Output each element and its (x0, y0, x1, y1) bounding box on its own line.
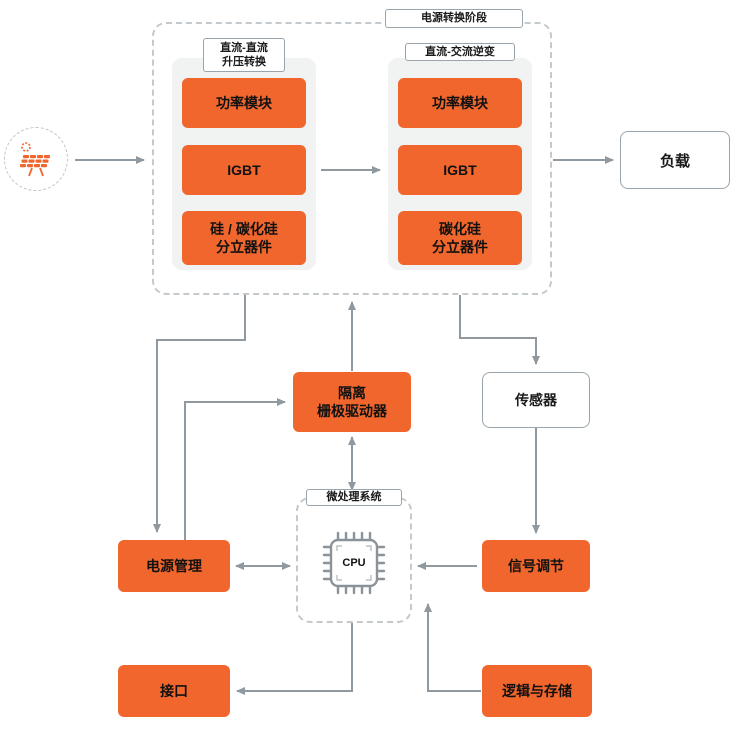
dcdc-label-line1: 直流-直流 (220, 41, 268, 54)
block-dcac-igbt: IGBT (398, 145, 522, 195)
mcu-label: 微处理系统 (306, 489, 402, 506)
block-label-line1: 硅 / 碳化硅 (210, 220, 278, 237)
arrow-stage-to-sensor (459, 295, 540, 365)
gate-driver-line1: 隔离 (338, 384, 366, 401)
dcdc-label-line2: 升压转换 (222, 56, 266, 68)
dcac-label-text: 直流-交流逆变 (425, 45, 495, 58)
solar-source (4, 127, 68, 191)
block-logic-storage: 逻辑与存储 (482, 665, 592, 717)
block-dcac-discrete: 碳化硅 分立器件 (398, 211, 522, 265)
gate-driver-line2: 栅极驱动器 (317, 403, 387, 419)
signal-cond-label: 信号调节 (508, 557, 564, 574)
block-label: IGBT (227, 161, 261, 178)
block-dcdc-discrete: 硅 / 碳化硅 分立器件 (182, 211, 306, 265)
block-interface: 接口 (118, 665, 230, 717)
block-load: 负载 (620, 131, 730, 189)
arrow-logic-to-mcu (424, 603, 481, 692)
block-label: IGBT (443, 161, 477, 178)
block-dcdc-igbt: IGBT (182, 145, 306, 195)
logic-storage-label: 逻辑与存储 (502, 682, 572, 699)
power-stage-label-text: 电源转换阶段 (421, 12, 487, 25)
interface-label: 接口 (160, 682, 188, 699)
power-mgmt-label: 电源管理 (146, 557, 202, 574)
load-label: 负载 (659, 152, 690, 170)
sensor-label: 传感器 (515, 392, 557, 408)
mcu-label-text: 微处理系统 (326, 491, 382, 504)
block-power-mgmt: 电源管理 (118, 540, 230, 592)
solar-panel-icon (20, 142, 50, 177)
block-label-line1: 碳化硅 (439, 220, 481, 237)
block-label-line2: 分立器件 (216, 239, 272, 255)
dcac-label: 直流-交流逆变 (405, 43, 515, 61)
dcdc-label: 直流-直流 升压转换 (203, 38, 285, 72)
block-dcac-power-module: 功率模块 (398, 78, 522, 128)
block-gate-driver: 隔离 栅极驱动器 (293, 372, 411, 432)
block-signal-cond: 信号调节 (482, 540, 590, 592)
arrow-stage-to-power-mgmt (153, 295, 246, 533)
arrow-mcu-to-interface (236, 623, 353, 695)
cpu-chip-icon (322, 531, 386, 595)
block-label: 功率模块 (432, 94, 488, 111)
cpu-chip: CPU (317, 526, 391, 600)
block-dcdc-power-module: 功率模块 (182, 78, 306, 128)
power-stage-label: 电源转换阶段 (385, 9, 523, 28)
block-label: 功率模块 (216, 94, 272, 111)
arrow-power-mgmt-to-gate-driver (184, 398, 286, 540)
block-label-line2: 分立器件 (432, 239, 488, 255)
block-sensor: 传感器 (482, 372, 590, 428)
cpu-text: CPU (342, 557, 366, 569)
